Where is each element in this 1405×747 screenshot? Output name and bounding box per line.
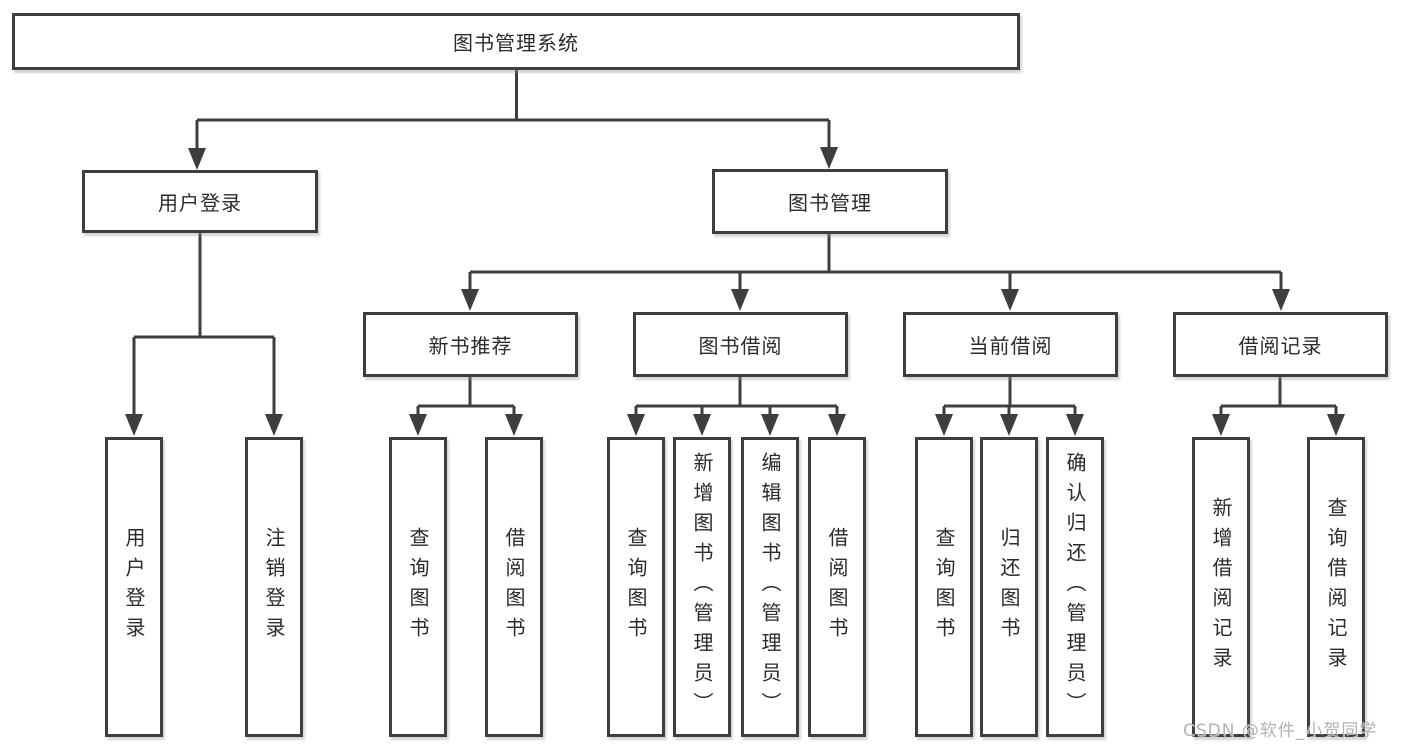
arrowhead (409, 414, 427, 436)
leaf-return-books: 归还图书 (980, 437, 1038, 737)
arrowhead (1000, 414, 1018, 436)
arrowhead (761, 414, 779, 436)
connector-book-borrow (634, 377, 839, 417)
leaf-user-login: 用户登录 (105, 437, 163, 737)
connector-borrow-record (1219, 377, 1338, 417)
leaf-query-books-1: 查询图书 (389, 437, 447, 737)
arrowhead (731, 289, 749, 311)
leaf-borrow-books-1: 借阅图书 (485, 437, 543, 737)
leaf-query-books-2: 查询图书 (607, 437, 665, 737)
node-library-management-system: 图书管理系统 (12, 13, 1020, 70)
arrowhead (125, 414, 143, 436)
arrowhead (188, 148, 206, 170)
arrowhead (1001, 289, 1019, 311)
node-user-login: 用户登录 (82, 170, 318, 233)
connector-new-book (416, 377, 516, 417)
leaf-add-books-admin: 新增图书（管理员） (673, 437, 731, 737)
arrowhead (461, 289, 479, 311)
arrowhead (820, 147, 838, 169)
node-book-borrowing: 图书借阅 (633, 312, 848, 377)
node-book-management: 图书管理 (712, 169, 948, 234)
leaf-confirm-return-admin: 确认归还（管理员） (1046, 437, 1104, 737)
arrowhead (627, 414, 645, 436)
arrowhead (1272, 289, 1290, 311)
leaf-edit-books-admin: 编辑图书（管理员） (741, 437, 799, 737)
arrowhead (693, 414, 711, 436)
watermark-text: CSDN @软件_小贺同学 (1183, 721, 1378, 741)
leaf-logout: 注销登录 (245, 437, 303, 737)
leaf-add-borrow-record: 新增借阅记录 (1192, 437, 1250, 737)
connector-current-borrow (942, 377, 1077, 417)
arrowhead (1212, 414, 1230, 436)
arrowhead (935, 414, 953, 436)
node-current-borrowing: 当前借阅 (903, 312, 1118, 377)
arrowhead (1327, 414, 1345, 436)
leaf-query-borrow-record: 查询借阅记录 (1307, 437, 1365, 737)
node-borrowing-records: 借阅记录 (1173, 312, 1388, 377)
arrowhead (1066, 414, 1084, 436)
connector-root (195, 70, 831, 149)
arrowhead (265, 414, 283, 436)
connector-book-management (468, 234, 1283, 292)
node-new-book-recommendation: 新书推荐 (363, 312, 578, 377)
connector-user-login (132, 233, 276, 416)
arrowhead (828, 414, 846, 436)
arrowhead (505, 414, 523, 436)
leaf-query-books-3: 查询图书 (915, 437, 973, 737)
leaf-borrow-books-2: 借阅图书 (808, 437, 866, 737)
